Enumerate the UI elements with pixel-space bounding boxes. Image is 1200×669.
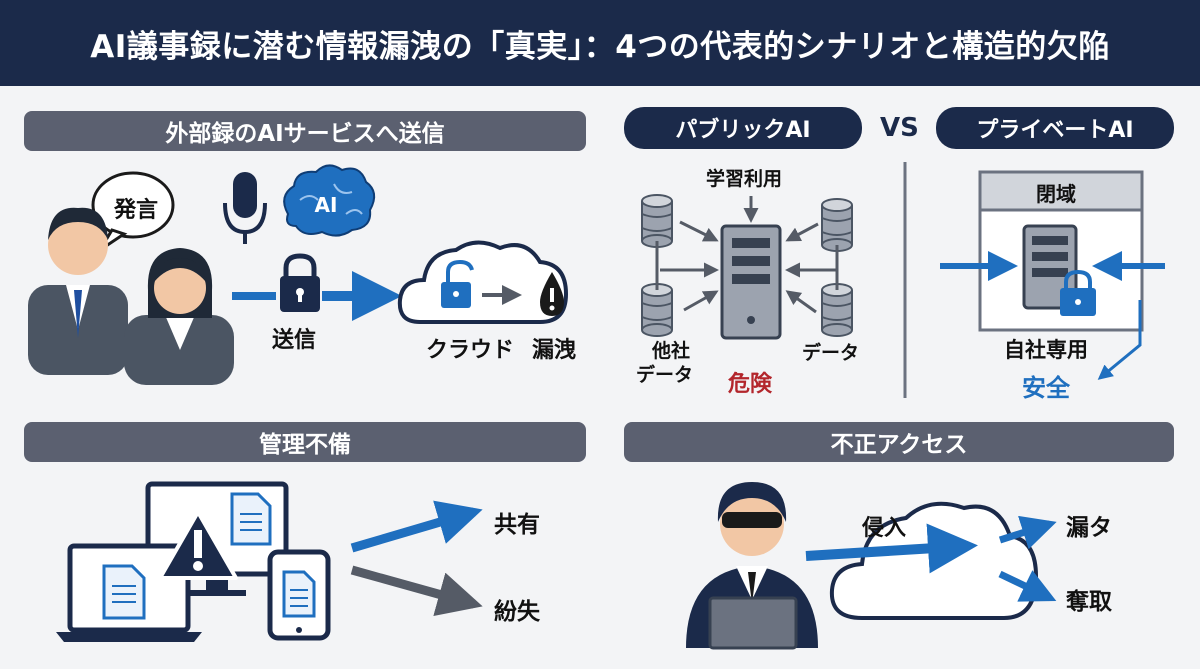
brain-icon xyxy=(283,164,376,237)
safe-label: 安全 xyxy=(1022,374,1070,402)
private-server-icon xyxy=(1022,224,1078,310)
private-ai-pill: プライベートAI xyxy=(936,107,1174,149)
warning-icon xyxy=(158,510,238,580)
db-icon-bottom-left xyxy=(641,283,673,337)
danger-label: 危険 xyxy=(728,372,773,397)
public-server-icon xyxy=(720,224,782,340)
lost-label: 紛失 xyxy=(494,599,540,625)
woman-icon xyxy=(124,248,234,385)
own-company-label: 自社専用 xyxy=(1004,338,1088,362)
cloud-icon xyxy=(397,240,569,324)
leak-out-arrow xyxy=(998,515,1057,550)
leak-label: 漏洩 xyxy=(532,338,577,363)
speech-bubble-text: 発言 xyxy=(114,198,159,223)
vs-label: VS xyxy=(880,113,919,143)
microphone-icon xyxy=(223,172,267,244)
unlocked-padlock-icon xyxy=(441,259,474,308)
brain-ai-text: AI xyxy=(315,193,338,217)
share-arrow xyxy=(350,500,483,553)
laptop-icon-hacker xyxy=(708,596,798,650)
db-icon-top-left xyxy=(641,194,673,248)
document-icon-monitor xyxy=(230,492,272,546)
lost-arrow xyxy=(350,565,483,617)
leak-out-label: 漏タ xyxy=(1066,515,1112,541)
share-label: 共有 xyxy=(494,512,540,538)
man-icon xyxy=(28,207,128,375)
intrusion-label: 侵入 xyxy=(862,516,907,541)
safe-arrow xyxy=(1097,300,1142,380)
data-flow-arrows xyxy=(660,196,838,314)
learning-label: 学習利用 xyxy=(706,168,783,190)
panel3-header: 管理不備 xyxy=(24,422,586,462)
cloud-label: クラウド xyxy=(426,338,515,363)
padlock-icon xyxy=(280,253,320,312)
private-lock-icon xyxy=(1060,269,1096,316)
leak-drop-icon xyxy=(540,272,564,316)
db-icon-bottom-right xyxy=(821,283,853,337)
title-bar: AI議事録に潜む情報漏洩の「真実」：4つの代表的シナリオと構造的欠陥 xyxy=(0,0,1200,86)
public-ai-pill: パブリックAI xyxy=(624,107,862,149)
other-company-label-1: 他社 xyxy=(652,340,691,362)
steal-arrow xyxy=(998,570,1057,602)
panel1-header: 外部録のAIサービスへ送信 xyxy=(24,111,586,151)
steal-label: 奪取 xyxy=(1066,589,1112,615)
intrusion-arrow xyxy=(805,523,978,574)
closed-label: 閉域 xyxy=(1036,182,1076,206)
panel4-header: 不正アクセス xyxy=(624,422,1174,462)
send-label: 送信 xyxy=(272,328,317,353)
data-label: データ xyxy=(802,342,860,364)
document-icon-tablet xyxy=(282,570,316,618)
db-icon-top-right xyxy=(821,198,853,252)
page-title: AI議事録に潜む情報漏洩の「真実」：4つの代表的シナリオと構造的欠陥 xyxy=(90,28,1110,65)
other-company-label-2: データ xyxy=(636,364,694,386)
document-icon-laptop xyxy=(102,564,146,620)
